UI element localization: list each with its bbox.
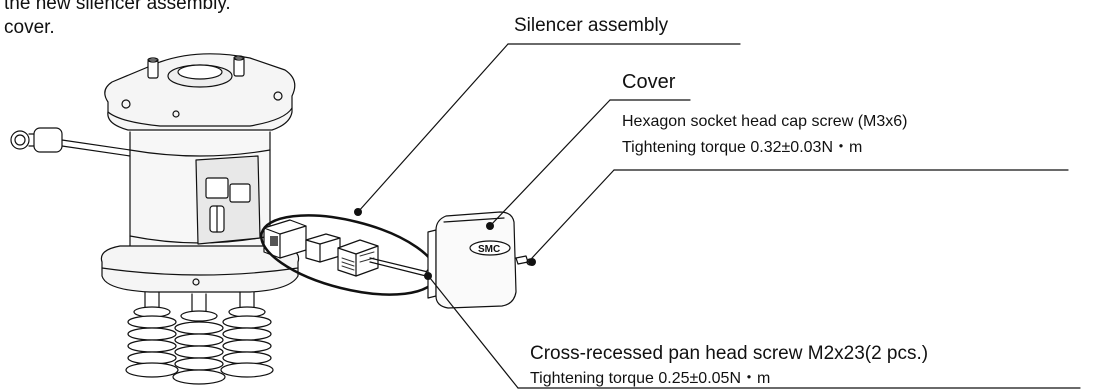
cover-label: Cover [622, 71, 676, 93]
ejector-unit-drawing [10, 53, 300, 385]
silencer-assembly-label: Silencer assembly [514, 15, 669, 36]
cover-logo-text: SMC [478, 244, 500, 255]
pan-screw-torque-label: Tightening torque 0.25±0.05N・m [530, 370, 771, 387]
hex-screw-label: Hexagon socket head cap screw (M3x6) [622, 113, 908, 130]
intro-text-line2: cover. [4, 17, 55, 38]
cover-drawing: SMC [427, 211, 534, 309]
intro-text-line1: the new silencer assembly. [4, 0, 231, 14]
pan-screw-label: Cross-recessed pan head screw M2x23(2 pc… [530, 343, 929, 364]
hex-screw-torque-label: Tightening torque 0.32±0.03N・m [622, 139, 863, 156]
